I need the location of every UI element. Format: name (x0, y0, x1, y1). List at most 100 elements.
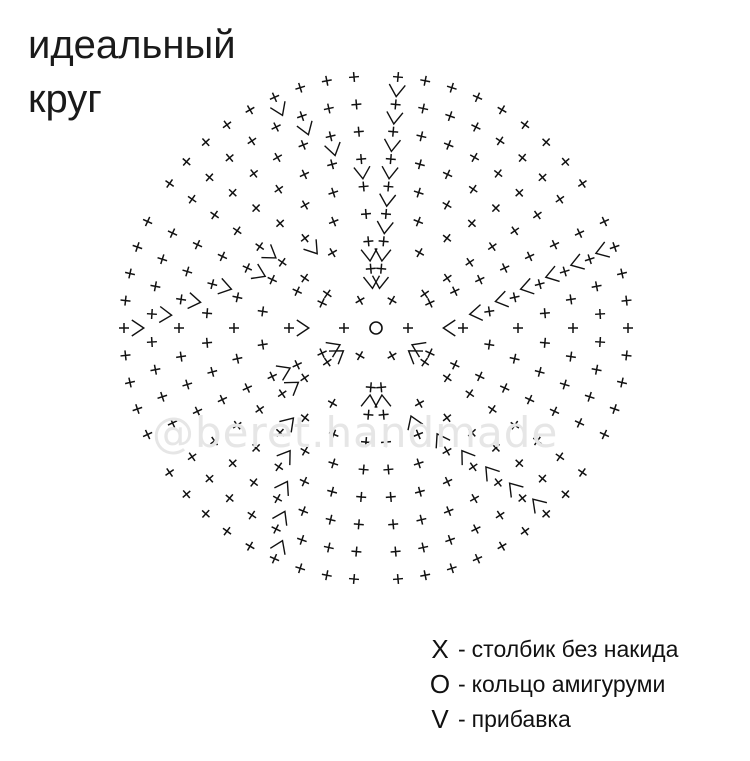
single-crochet-mark (146, 308, 157, 320)
single-crochet-mark (418, 542, 429, 553)
single-crochet-mark (120, 350, 131, 361)
single-crochet-mark (497, 541, 507, 551)
increase-mark (381, 165, 399, 181)
increase-mark (362, 275, 381, 290)
single-crochet-mark (232, 420, 242, 430)
single-crochet-mark (414, 247, 425, 258)
legend-item-increase: V - прибавка (428, 702, 678, 737)
single-crochet-mark (510, 420, 520, 430)
single-crochet-mark (300, 413, 310, 423)
single-crochet-mark (446, 563, 457, 574)
single-crochet-mark (365, 382, 376, 393)
single-crochet-mark (565, 294, 576, 305)
single-crochet-mark (232, 353, 243, 364)
single-crochet-mark (413, 216, 424, 227)
single-crochet-mark (165, 178, 175, 189)
magic-ring-icon: O (429, 669, 451, 699)
single-crochet-mark (182, 489, 191, 499)
single-crochet-mark (150, 364, 161, 375)
single-crochet-mark (577, 178, 587, 189)
single-crochet-mark (182, 266, 193, 277)
single-crochet-mark (351, 546, 362, 557)
single-crochet-mark (559, 379, 570, 390)
single-crochet-mark (425, 298, 435, 308)
single-crochet-mark (442, 273, 452, 283)
increase-mark (296, 319, 311, 337)
single-crochet-mark (555, 452, 565, 462)
single-crochet-mark (414, 486, 425, 497)
increase-mark (410, 341, 427, 358)
single-crochet-mark (509, 292, 520, 303)
single-crochet-mark (132, 242, 143, 252)
increase-mark (594, 241, 611, 258)
increase-mark (544, 265, 560, 283)
single-crochet-mark (192, 239, 203, 250)
single-crochet-mark (378, 409, 389, 420)
single-crochet-mark (269, 553, 280, 564)
increase-mark (360, 248, 378, 263)
single-crochet-mark (351, 99, 362, 110)
single-crochet-mark (323, 542, 334, 553)
legend-item-single-crochet: X - столбик без накида (428, 632, 678, 667)
increase-icon: V (431, 704, 449, 734)
single-crochet-mark (365, 263, 376, 274)
single-crochet-mark (328, 216, 339, 227)
single-crochet-mark (317, 348, 327, 358)
single-crochet-mark (222, 526, 232, 536)
single-crochet-mark (518, 153, 527, 163)
single-crochet-mark (339, 323, 349, 333)
single-crochet-mark (176, 294, 187, 305)
increase-mark (272, 510, 288, 526)
single-crochet-mark (157, 391, 168, 402)
single-crochet-mark (363, 409, 374, 420)
single-crochet-mark (487, 404, 497, 414)
single-crochet-mark (484, 306, 495, 317)
single-crochet-mark (443, 506, 454, 517)
single-crochet-mark (542, 509, 551, 518)
single-crochet-mark (491, 443, 500, 452)
single-crochet-mark (201, 138, 210, 147)
single-crochet-mark (609, 404, 620, 414)
single-crochet-mark (442, 446, 452, 456)
single-crochet-mark (217, 251, 228, 262)
single-crochet-mark (510, 226, 520, 236)
single-crochet-mark (390, 546, 401, 557)
single-crochet-mark (467, 219, 477, 228)
single-crochet-mark (348, 573, 360, 585)
increase-mark (325, 341, 342, 358)
single-crochet-mark (534, 366, 545, 377)
single-crochet-mark (267, 371, 278, 382)
single-crochet-mark (467, 428, 477, 437)
single-crochet-mark (555, 194, 565, 204)
single-crochet-mark (298, 506, 309, 517)
single-crochet-mark (414, 398, 425, 409)
increase-mark (269, 101, 286, 117)
single-crochet-mark (300, 200, 310, 210)
increase-mark (376, 220, 394, 235)
single-crochet-mark (132, 404, 143, 414)
single-crochet-mark (574, 228, 585, 238)
single-crochet-mark (174, 323, 184, 333)
legend-separator: - (458, 636, 466, 662)
increase-mark (328, 350, 345, 365)
single-crochet-mark (499, 383, 510, 393)
single-crochet-mark (187, 452, 197, 462)
single-crochet-mark (378, 236, 389, 247)
single-crochet-mark (355, 350, 365, 361)
increase-mark (187, 292, 202, 310)
single-crochet-mark (449, 286, 460, 297)
single-crochet-mark (595, 308, 606, 320)
single-crochet-mark (469, 493, 480, 504)
single-crochet-mark (474, 274, 485, 285)
single-crochet-mark (577, 467, 587, 478)
legend: X - столбик без накида O - кольцо амигур… (428, 632, 679, 737)
single-crochet-mark (616, 268, 628, 279)
single-crochet-mark (595, 336, 606, 348)
single-crochet-mark (445, 534, 456, 545)
single-crochet-mark (325, 131, 336, 142)
single-crochet-mark (360, 208, 372, 219)
single-crochet-mark (403, 323, 413, 333)
single-crochet-mark (245, 541, 255, 551)
single-crochet-mark (509, 353, 520, 364)
single-crochet-mark (277, 257, 287, 267)
